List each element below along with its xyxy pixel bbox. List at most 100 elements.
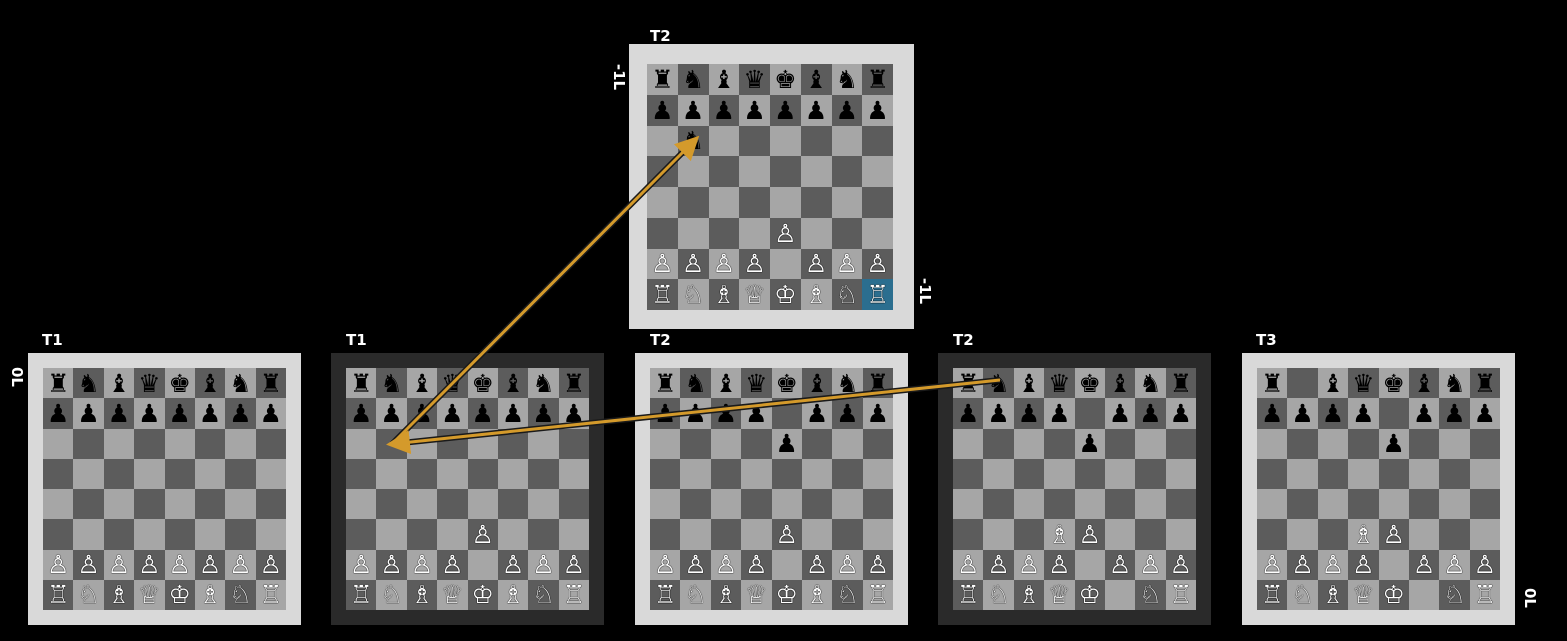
black-pawn-piece[interactable]: ♟ [714,398,738,428]
square-d8[interactable]: ♛ [739,64,770,95]
black-knight-piece[interactable]: ♞ [77,368,100,398]
square-b5[interactable] [677,156,709,187]
square-f7[interactable]: ♟ [1408,398,1440,429]
square-e5[interactable] [771,458,802,489]
square-g3[interactable] [225,519,256,550]
black-king-piece[interactable]: ♚ [471,368,494,398]
black-pawn-piece[interactable]: ♟ [349,398,373,428]
square-a5[interactable] [647,156,678,187]
square-g5[interactable] [225,458,256,489]
square-d4[interactable] [437,489,468,520]
square-h4[interactable] [1469,489,1500,520]
square-h3[interactable] [1165,519,1196,550]
square-h1[interactable]: ♖ [1165,579,1196,610]
square-a3[interactable] [1257,519,1288,550]
square-g5[interactable] [1135,458,1166,489]
square-b1[interactable]: ♘ [73,579,104,610]
square-d3[interactable] [437,519,468,550]
square-c4[interactable] [1013,489,1045,520]
white-pawn-piece[interactable]: ♙ [1443,550,1466,580]
square-c8[interactable]: ♝ [710,368,742,399]
square-b1[interactable]: ♘ [1287,579,1318,610]
square-b2[interactable]: ♙ [73,549,104,580]
black-pawn-piece[interactable]: ♟ [774,95,797,125]
square-g7[interactable]: ♟ [1135,398,1166,429]
square-e4[interactable] [164,489,195,520]
square-a4[interactable] [1257,489,1288,520]
black-pawn-piece[interactable]: ♟ [1169,398,1193,428]
square-b5[interactable] [73,458,104,489]
square-e7[interactable] [1074,398,1105,429]
square-f2[interactable]: ♙ [497,549,529,580]
black-pawn-piece[interactable]: ♟ [1139,398,1162,428]
square-b4[interactable] [680,489,711,520]
square-d6[interactable] [741,428,772,459]
white-bishop-piece[interactable]: ♗ [410,580,434,610]
square-c7[interactable]: ♟ [406,398,438,429]
square-h7[interactable]: ♟ [862,94,893,126]
square-h7[interactable]: ♟ [862,398,893,429]
square-a8[interactable]: ♜ [647,64,678,95]
square-c1[interactable]: ♗ [710,579,742,610]
square-f8[interactable]: ♝ [497,368,529,399]
square-c4[interactable] [103,489,135,520]
square-c5[interactable] [708,156,740,187]
black-pawn-piece[interactable]: ♟ [681,95,705,125]
white-queen-piece[interactable]: ♕ [1352,580,1375,610]
white-knight-piece[interactable]: ♘ [684,580,707,610]
square-h2[interactable]: ♙ [558,549,589,580]
square-b7[interactable]: ♟ [73,398,104,429]
square-b1[interactable]: ♘ [677,279,709,310]
square-c4[interactable] [406,489,438,520]
square-h2[interactable]: ♙ [255,549,286,580]
square-d6[interactable] [134,428,165,459]
square-b3[interactable] [1287,519,1318,550]
square-c8[interactable]: ♝ [103,368,135,399]
square-b7[interactable]: ♟ [376,398,407,429]
square-a8[interactable]: ♜ [953,368,984,399]
square-g8[interactable]: ♞ [831,64,863,95]
square-a3[interactable] [346,519,377,550]
square-h4[interactable] [255,489,286,520]
white-knight-piece[interactable]: ♘ [836,580,859,610]
white-pawn-piece[interactable]: ♙ [681,249,705,279]
black-pawn-piece[interactable]: ♟ [866,398,890,428]
square-f3[interactable] [800,217,832,249]
square-g1[interactable]: ♘ [1135,579,1166,610]
square-e3[interactable]: ♙ [467,519,498,550]
board-grid[interactable]: ♜♝♛♚♝♞♜♟♟♟♟♟♟♟♟♗♙♙♙♙♙♙♙♙♖♘♗♕♔♘♖ [1257,368,1500,610]
square-d4[interactable] [134,489,165,520]
square-e2[interactable] [1378,549,1409,580]
square-f6[interactable] [800,125,832,157]
white-king-piece[interactable]: ♔ [168,580,191,610]
square-a5[interactable] [43,458,74,489]
square-d4[interactable] [739,187,770,218]
square-d2[interactable]: ♙ [741,549,772,580]
square-a5[interactable] [953,458,984,489]
square-c5[interactable] [1013,458,1045,489]
square-f5[interactable] [801,458,833,489]
square-g7[interactable]: ♟ [1439,398,1470,429]
square-h4[interactable] [862,489,893,520]
square-e2[interactable] [770,248,801,280]
square-g7[interactable]: ♟ [225,398,256,429]
white-pawn-piece[interactable]: ♙ [1169,550,1193,580]
white-king-piece[interactable]: ♔ [775,580,798,610]
white-pawn-piece[interactable]: ♙ [653,550,677,580]
white-knight-piece[interactable]: ♘ [532,580,555,610]
square-f1[interactable]: ♗ [801,579,833,610]
square-d3[interactable] [739,217,770,249]
board-branch-t2[interactable]: ♜♞♝♛♚♝♞♜♟♟♟♟♟♟♟♟♞♙♙♙♙♙♙♙♙♖♘♗♕♔♗♘♖ [629,44,914,329]
square-f8[interactable]: ♝ [801,368,833,399]
black-pawn-piece[interactable]: ♟ [46,398,70,428]
white-knight-piece[interactable]: ♘ [681,280,705,310]
square-h1[interactable]: ♖ [255,579,286,610]
square-b4[interactable] [376,489,407,520]
square-c7[interactable]: ♟ [1013,398,1045,429]
square-f3[interactable] [194,519,226,550]
board-main-t2-black[interactable]: ♜♞♝♛♚♝♞♜♟♟♟♟♟♟♟♟♗♙♙♙♙♙♙♙♙♖♘♗♕♔♘♖ [938,353,1211,625]
white-pawn-piece[interactable]: ♙ [835,249,859,279]
white-knight-piece[interactable]: ♘ [835,280,859,310]
square-c7[interactable]: ♟ [710,398,742,429]
square-b8[interactable]: ♞ [680,368,711,399]
